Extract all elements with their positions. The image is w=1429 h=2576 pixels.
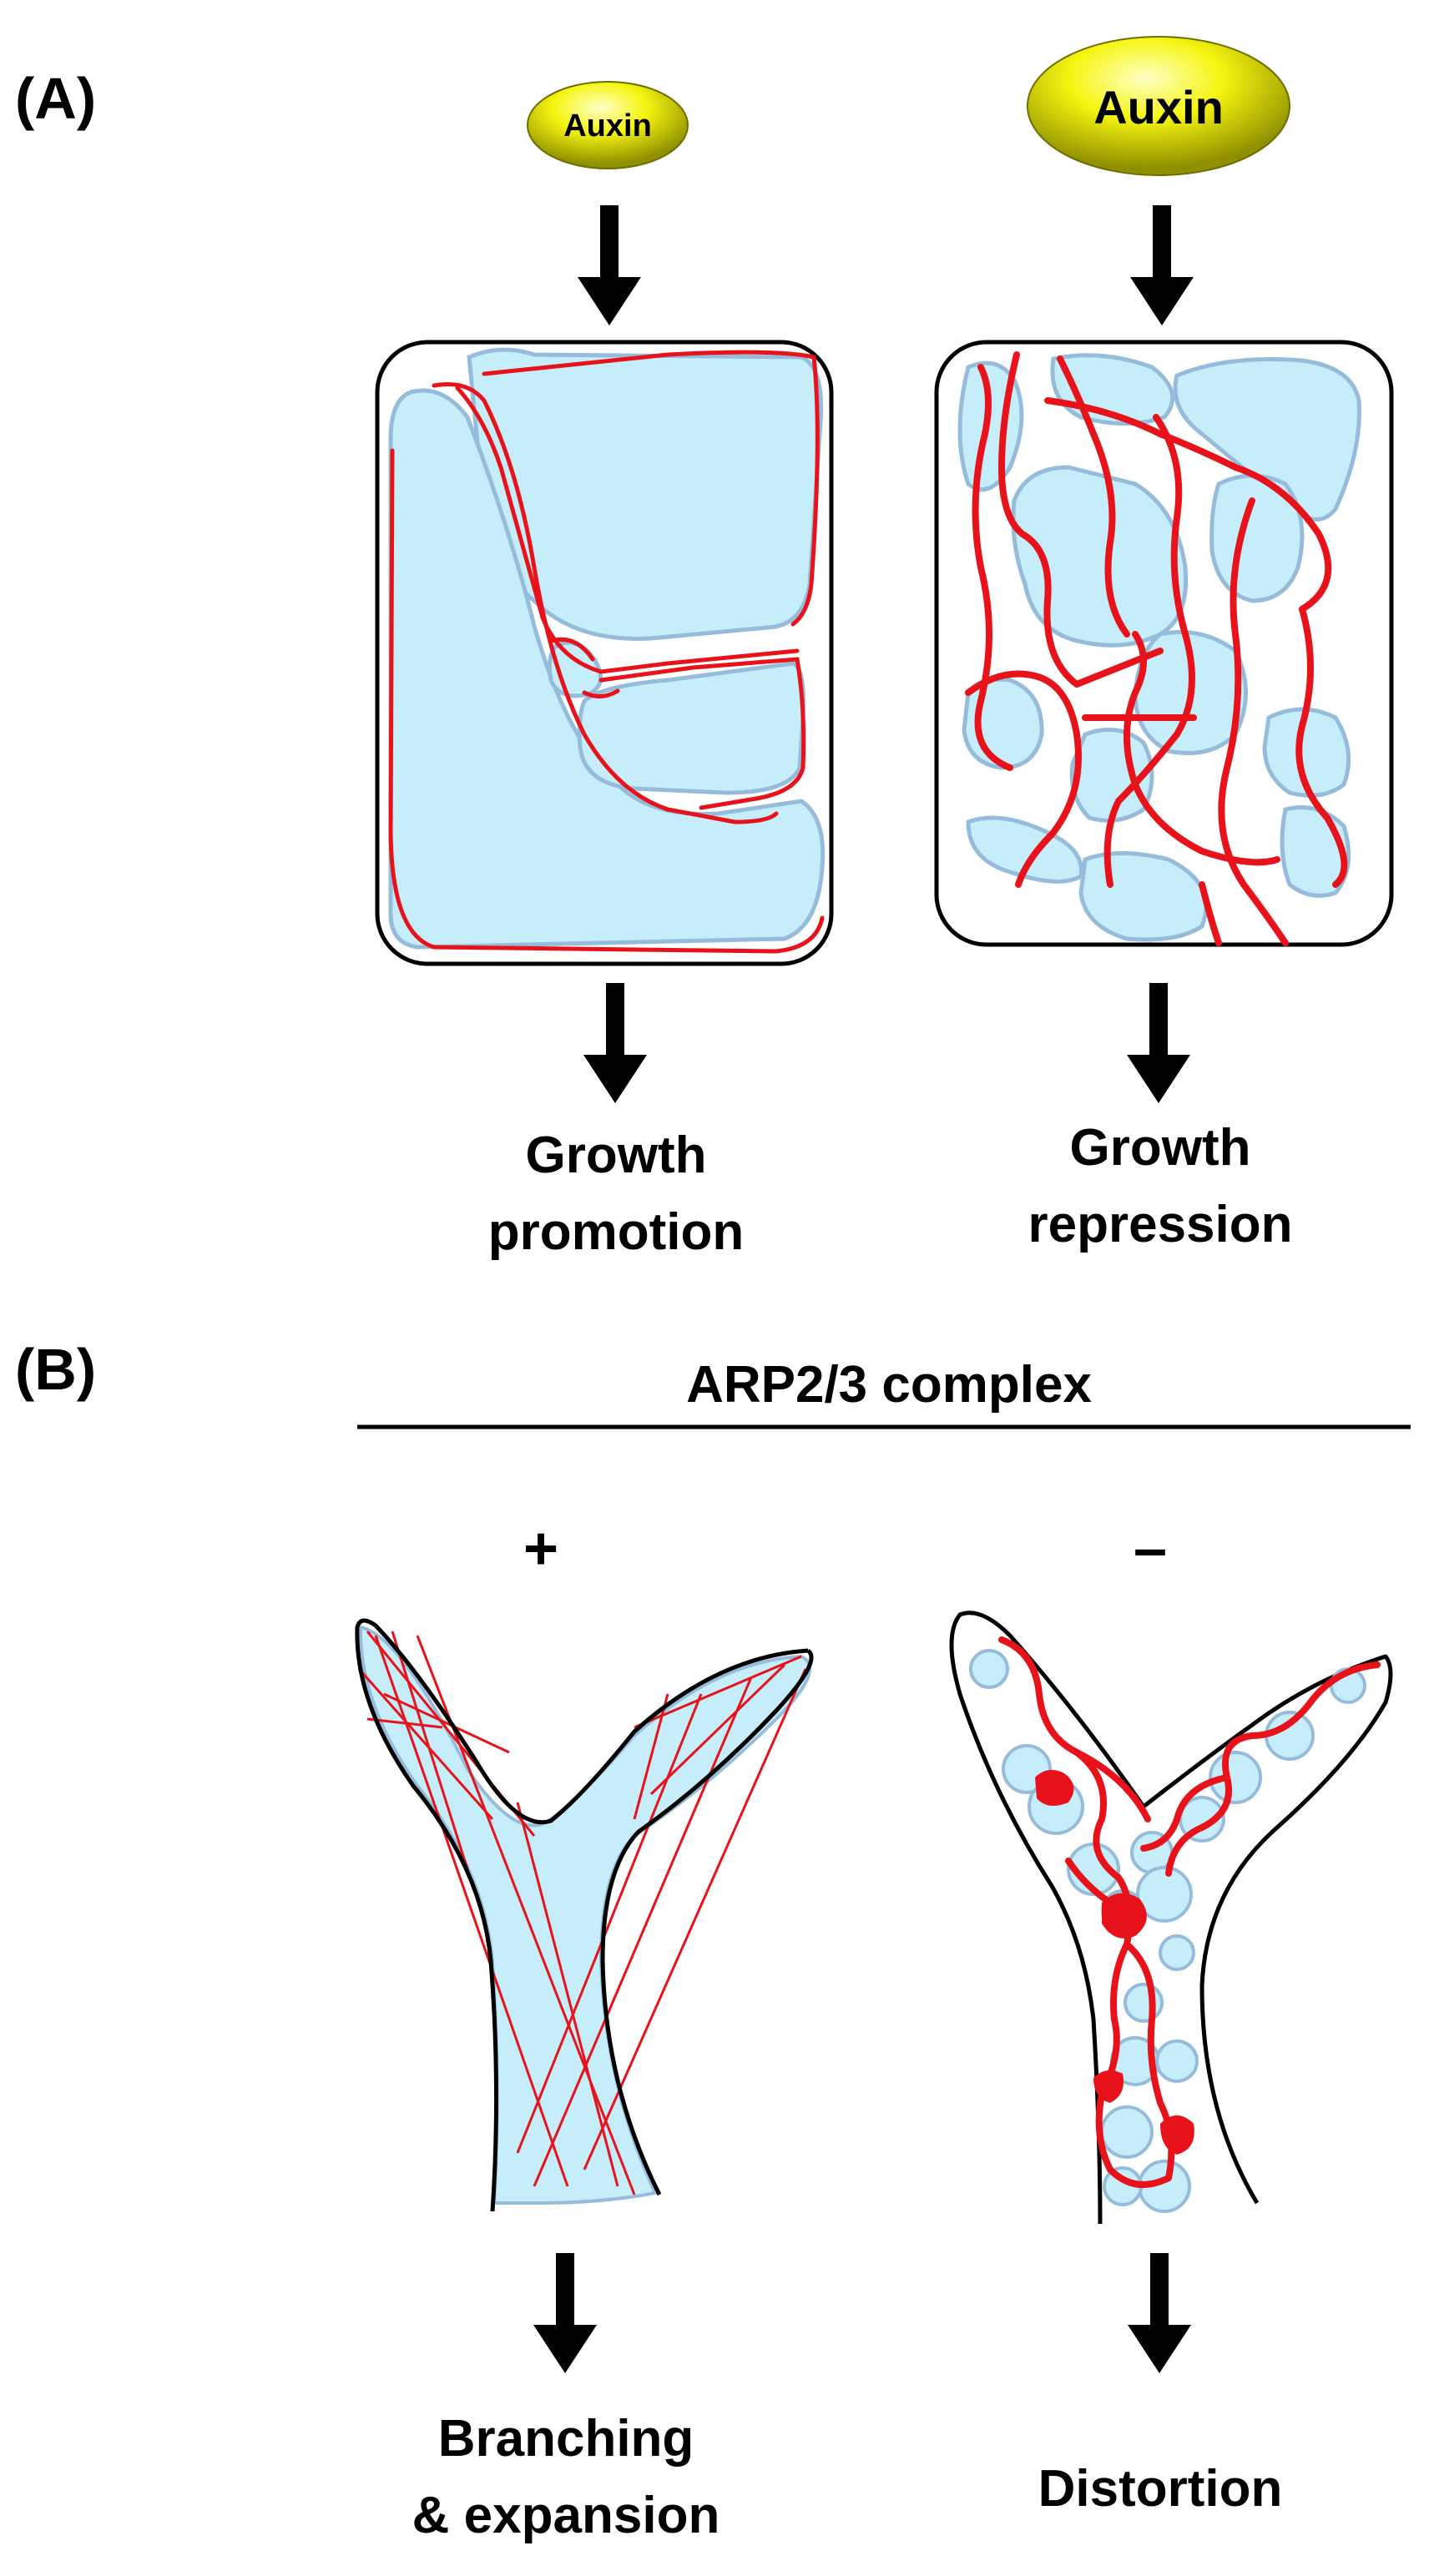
sign-minus: –: [1134, 1515, 1167, 1582]
panel-b-label: (B): [15, 1337, 96, 1402]
right-cell-actin: [965, 351, 1348, 946]
auxin-high-label: Auxin: [1093, 81, 1224, 134]
auxin-high-dose: Auxin: [1027, 36, 1290, 176]
trichome-mutant-actin: [998, 1636, 1381, 2188]
trichome-arp23-mutant: [949, 1611, 1393, 2225]
left-cell-large-vacuole: [375, 340, 834, 966]
auxin-low-dose: Auxin: [527, 81, 689, 169]
arrow-left-cell-to-outcome: [583, 983, 647, 1103]
trichome-wild-type: [355, 1618, 814, 2212]
arrow-auxin-to-right-cell: [1130, 205, 1194, 325]
trichome-mutant-actin-aggregates: [1035, 1770, 1194, 2155]
arrow-mutant-trichome-to-outcome: [1128, 2253, 1191, 2373]
arp23-complex-header: ARP2/3 complex: [686, 1356, 1092, 1414]
sign-plus: +: [523, 1515, 558, 1582]
outcome-growth-repression-line1: Growth: [1070, 1119, 1251, 1177]
outcome-branching-line2: & expansion: [412, 2487, 720, 2544]
outcome-branching-line1: Branching: [438, 2410, 694, 2468]
arrow-right-cell-to-outcome: [1127, 983, 1190, 1103]
left-cell-actin: [388, 350, 825, 954]
auxin-low-label: Auxin: [563, 108, 652, 144]
arrow-wt-trichome-to-outcome: [533, 2253, 597, 2373]
arrow-auxin-to-left-cell: [578, 205, 641, 325]
left-cell-vacuoles: [388, 347, 826, 950]
outcome-growth-promotion-line1: Growth: [526, 1127, 707, 1184]
auxin-low-ellipse: [527, 81, 689, 169]
outcome-distortion: Distortion: [1038, 2460, 1283, 2518]
right-cell-fragmented-vacuoles: [934, 340, 1394, 947]
right-cell-vacuoles: [957, 353, 1361, 942]
trichome-wt-outline: [355, 1618, 814, 2212]
auxin-high-ellipse: [1027, 36, 1290, 176]
outcome-growth-repression-line2: repression: [1028, 1196, 1292, 1253]
panel-a-label: (A): [15, 66, 96, 131]
outcome-growth-promotion-line2: promotion: [488, 1203, 745, 1261]
